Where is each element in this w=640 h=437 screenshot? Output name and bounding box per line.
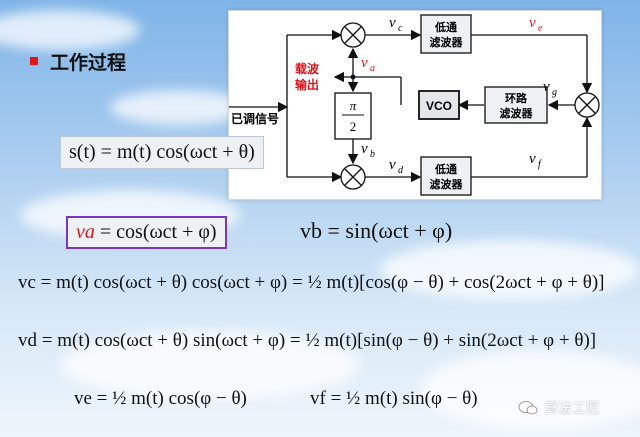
lpf-top-block xyxy=(420,14,472,54)
lpf-top-line2: 滤波器 xyxy=(430,35,464,49)
bullet-square xyxy=(30,57,38,65)
input-label: 已调信号 xyxy=(231,111,279,126)
section-title: 工作过程 xyxy=(50,53,127,74)
cloud xyxy=(420,350,640,430)
signal-ve: v xyxy=(529,15,536,31)
signal-vb-sub: b xyxy=(370,149,375,160)
wechat-icon xyxy=(518,401,538,415)
lpf-top-line1: 低通 xyxy=(434,20,457,34)
equation-vd: vd = m(t) cos(ωct + θ) sin(ωct + φ) = ½ … xyxy=(18,330,597,351)
costas-loop-diagram: 低通 滤波器 低通 滤波器 环路 滤波器 VCO π 2 已调信号 载波 输出 … xyxy=(228,10,602,200)
cloud xyxy=(0,10,140,50)
vco-label: VCO xyxy=(426,99,452,113)
cloud xyxy=(110,90,250,125)
equation-vb: vb = sin(ωct + φ) xyxy=(300,218,453,243)
signal-vd-sub: d xyxy=(398,165,404,176)
phase-shift-bottom: 2 xyxy=(350,119,357,134)
signal-vg: v xyxy=(543,79,550,95)
equation-va-lhs: va xyxy=(76,221,95,243)
signal-vf: v xyxy=(529,151,536,167)
vco-block xyxy=(418,90,460,120)
signal-va: v xyxy=(361,55,368,71)
loop-filter-line2: 滤波器 xyxy=(500,106,534,120)
equation-va-rhs: = cos(ωct + φ) xyxy=(94,221,217,243)
loop-filter-block xyxy=(484,86,548,124)
phase-shift-block xyxy=(334,92,372,140)
signal-vg-sub: g xyxy=(552,87,557,98)
cloud xyxy=(60,330,360,400)
phase-shift-top: π xyxy=(350,98,357,113)
equation-s-of-t: s(t) = m(t) cos(ωct + θ) xyxy=(60,136,264,169)
watermark-text: 算法工匠 xyxy=(544,400,600,416)
signal-ve-sub: e xyxy=(538,23,543,34)
signal-vf-sub: f xyxy=(538,159,542,170)
signal-vd: v xyxy=(389,157,396,173)
cloud xyxy=(380,240,640,300)
loop-filter-line1: 环路 xyxy=(505,91,528,105)
lpf-bottom-line2: 滤波器 xyxy=(430,177,464,191)
signal-va-sub: a xyxy=(370,63,375,74)
junction-dot xyxy=(350,74,356,80)
watermark: 算法工匠 xyxy=(518,398,600,418)
signal-vc: v xyxy=(389,15,396,31)
diagram-svg: 低通 滤波器 低通 滤波器 环路 滤波器 VCO π 2 已调信号 载波 输出 … xyxy=(229,14,600,196)
lpf-bottom-block xyxy=(420,156,472,196)
carrier-label-line2: 输出 xyxy=(295,77,319,92)
signal-vc-sub: c xyxy=(398,23,403,34)
equation-va: va = cos(ωct + φ) xyxy=(66,216,227,249)
carrier-label-line1: 载波 xyxy=(295,61,320,76)
equation-vc: vc = m(t) cos(ωct + θ) cos(ωct + φ) = ½ … xyxy=(18,272,605,293)
equation-vf: vf = ½ m(t) sin(φ − θ) xyxy=(310,388,478,409)
signal-vb: v xyxy=(361,141,368,157)
lpf-bottom-line1: 低通 xyxy=(434,162,457,176)
equation-ve: ve = ½ m(t) cos(φ − θ) xyxy=(74,388,247,409)
